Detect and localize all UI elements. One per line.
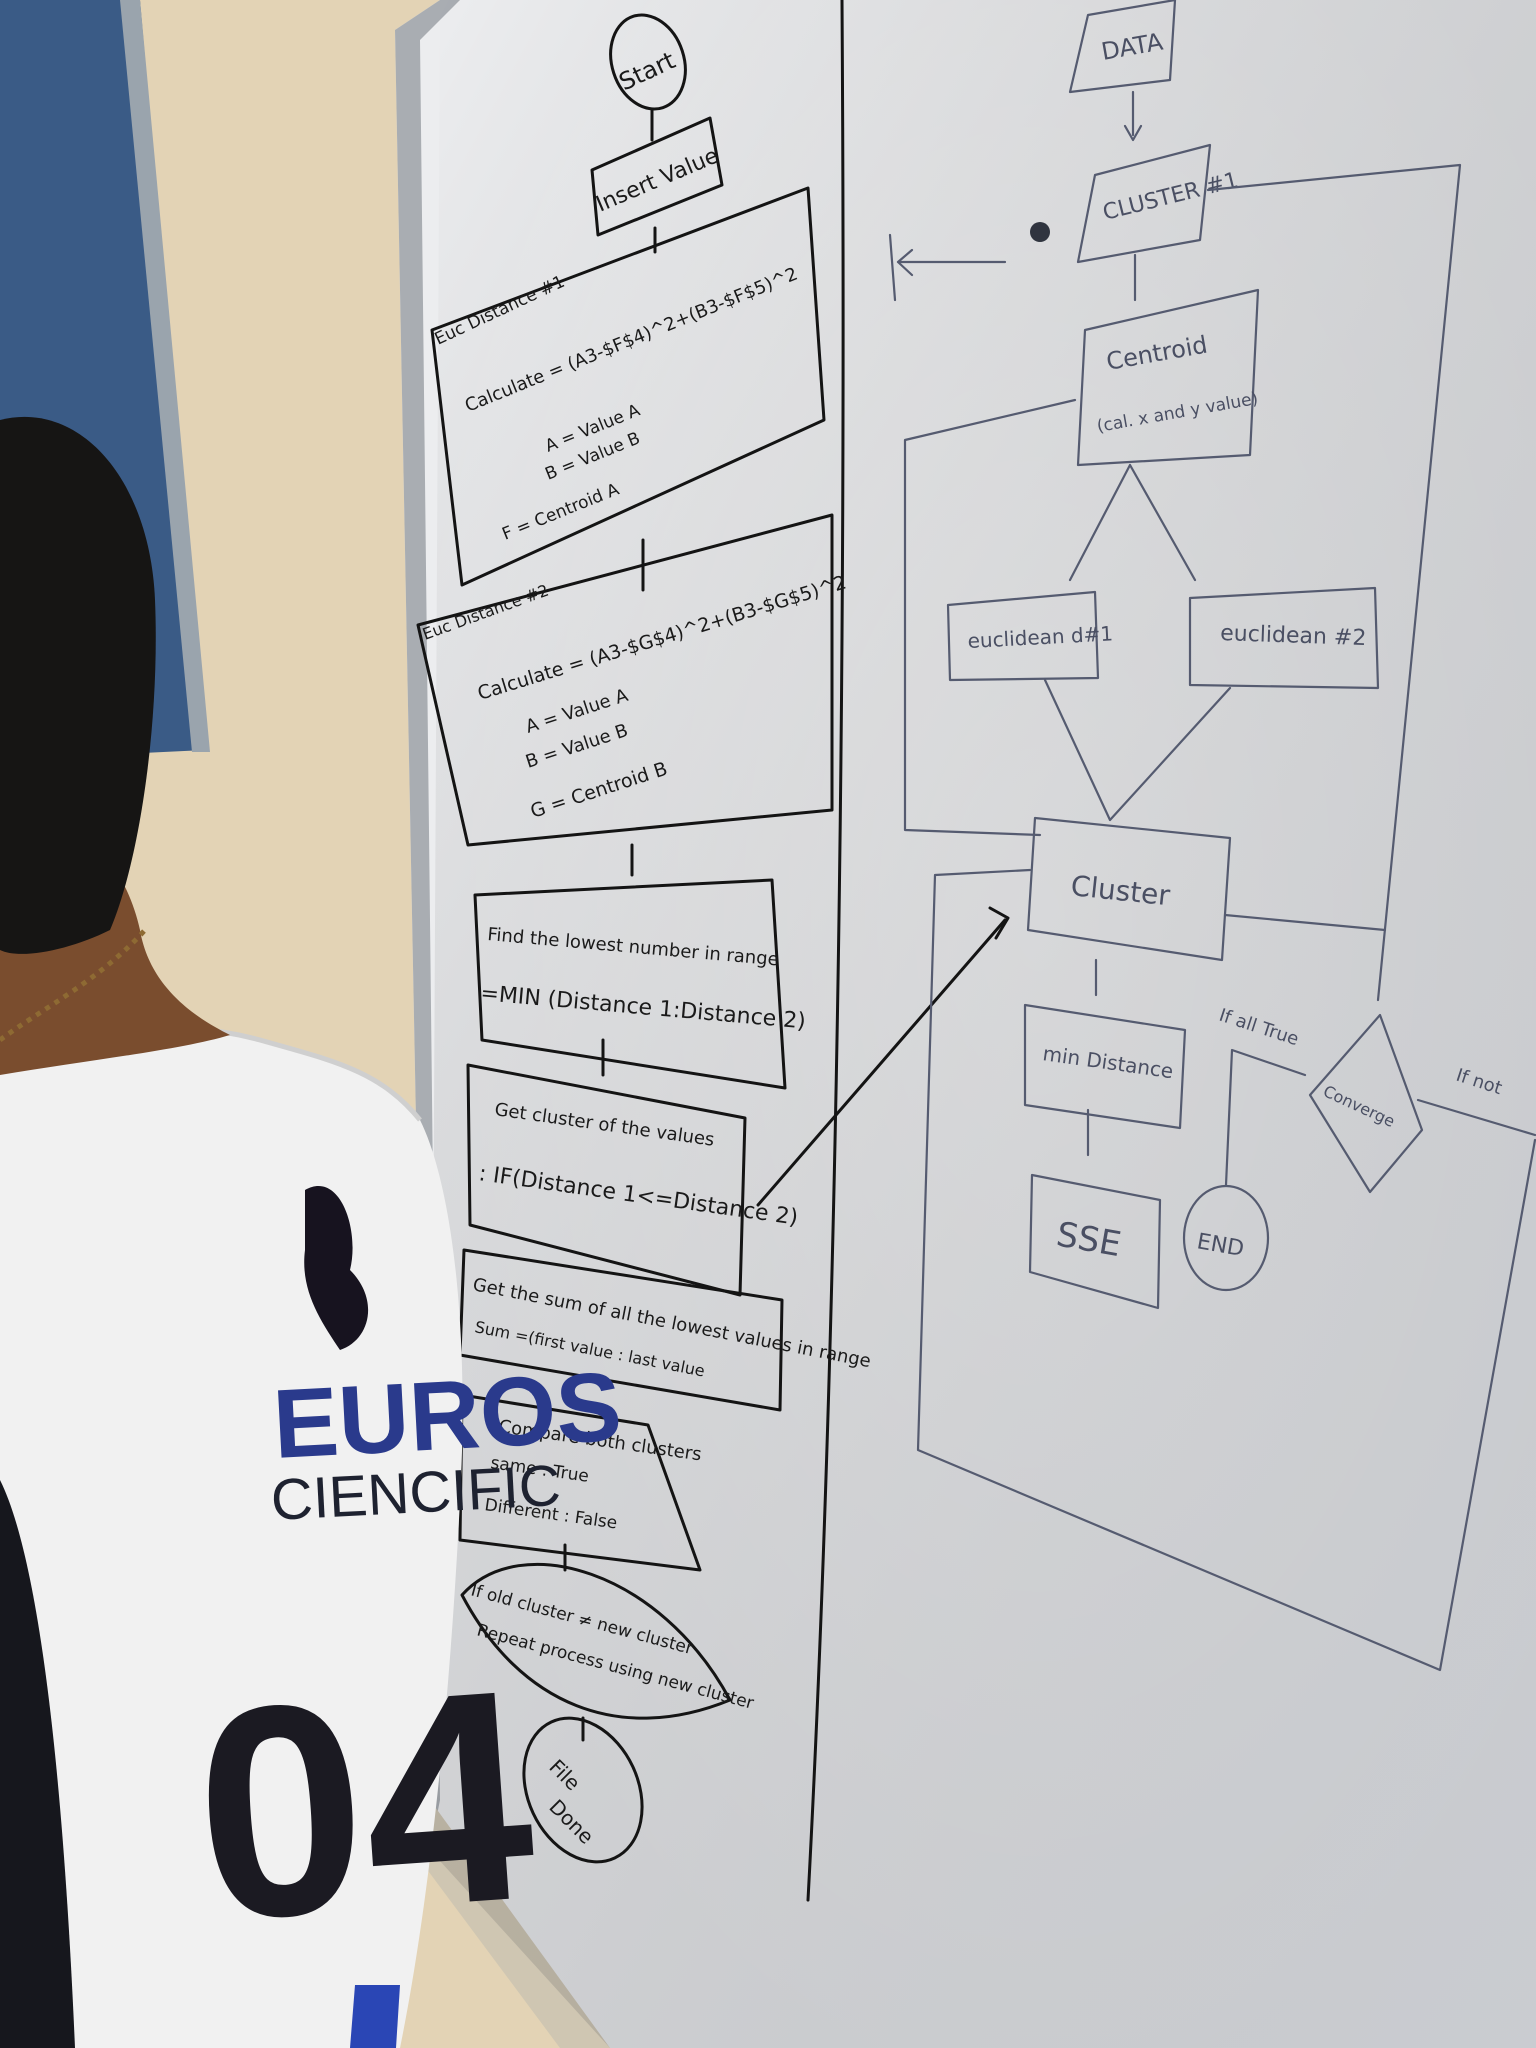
- euc-distance-1-box: [430, 186, 826, 587]
- arrow-to-cluster: [756, 918, 1007, 1207]
- sum-lowest-box: [458, 1248, 784, 1412]
- blue-panel-frame: [120, 0, 210, 752]
- divider-line: [806, 0, 845, 1902]
- compare-clusters-box: [458, 1393, 702, 1572]
- shirt-text-mid: CIENCIFIC: [269, 1453, 562, 1533]
- hair: [0, 416, 156, 954]
- shirt-logo-icon: [304, 1186, 369, 1350]
- cluster-init-node: [1076, 143, 1212, 264]
- insert-value-box: [590, 116, 724, 237]
- euclidean-2-node: [1188, 586, 1380, 690]
- min-range-box: [473, 878, 787, 1090]
- shirt-text-top: EUROS: [270, 1351, 624, 1479]
- cluster-values-box: [466, 1063, 747, 1297]
- euclidean-1-node: [946, 590, 1100, 682]
- repeat-decision: [460, 1562, 732, 1720]
- magnet-dot: [1030, 222, 1050, 242]
- whiteboard-frame: [395, 0, 460, 1850]
- euc-distance-2-box: [416, 513, 834, 847]
- necklace: [0, 928, 147, 1043]
- data-node: [1068, 0, 1177, 94]
- centroid-node: [1076, 288, 1260, 467]
- person: EUROS CIENCIFIC 04: [0, 416, 624, 2048]
- cluster-node: [1026, 816, 1232, 962]
- min-distance-node: [1023, 1003, 1187, 1130]
- start-node: [609, 13, 687, 111]
- shirt-number: 04: [186, 1625, 544, 1984]
- euclidean-2-label: euclidean #2: [1220, 621, 1367, 651]
- sse-node: [1028, 1173, 1162, 1310]
- converge-node: [1308, 1013, 1424, 1194]
- file-done-node: [522, 1716, 644, 1864]
- shirt-stripe: [350, 1985, 400, 2048]
- bag-strap: [0, 1480, 75, 2048]
